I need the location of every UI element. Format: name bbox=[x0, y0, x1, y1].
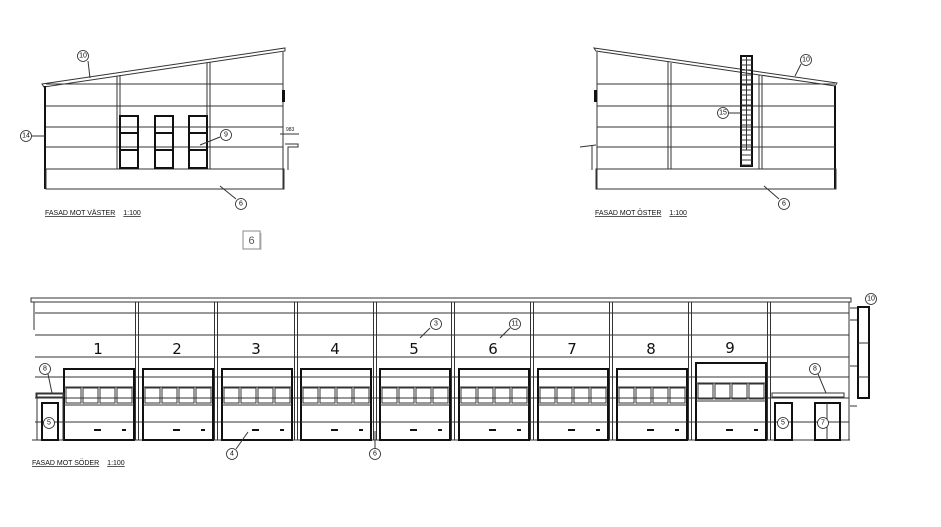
callout-marker: 7 bbox=[817, 417, 829, 429]
bay-number: 6 bbox=[488, 340, 498, 358]
page-marker-number: 6 bbox=[248, 235, 254, 247]
callout-number: 6 bbox=[782, 201, 786, 208]
page-marker: 6 bbox=[242, 230, 262, 250]
callout-marker: 3 bbox=[430, 318, 442, 330]
bay-number: 2 bbox=[172, 340, 182, 358]
callout-number: 10 bbox=[802, 57, 810, 64]
bay-number: 7 bbox=[567, 340, 577, 358]
garage-door bbox=[616, 368, 688, 441]
callout-marker: 6 bbox=[235, 198, 247, 210]
callout-marker: 5 bbox=[777, 417, 789, 429]
window bbox=[119, 115, 139, 169]
callout-number: 10 bbox=[867, 296, 875, 303]
garage-door bbox=[458, 368, 530, 441]
callout-number: 8 bbox=[43, 366, 47, 373]
callout-number: 3 bbox=[434, 321, 438, 328]
garage-door bbox=[379, 368, 451, 441]
callout-number: 5 bbox=[47, 420, 51, 427]
callout-marker: 10 bbox=[800, 54, 812, 66]
bay-number: 3 bbox=[251, 340, 261, 358]
callout-number: 6 bbox=[373, 451, 377, 458]
callout-number: 5 bbox=[781, 420, 785, 427]
garage-door bbox=[63, 368, 135, 441]
callout-marker: 8 bbox=[39, 363, 51, 375]
callout-number: 4 bbox=[230, 451, 234, 458]
callout-number: 15 bbox=[719, 110, 727, 117]
callout-marker: 10 bbox=[865, 293, 877, 305]
callout-marker: 14 bbox=[20, 130, 32, 142]
ladder bbox=[740, 55, 753, 167]
garage-door bbox=[300, 368, 372, 441]
bay-number: 8 bbox=[646, 340, 656, 358]
callout-number: 8 bbox=[813, 366, 817, 373]
callout-marker: 11 bbox=[509, 318, 521, 330]
callout-marker: 9 bbox=[220, 129, 232, 141]
callout-number: 7 bbox=[821, 420, 825, 427]
callout-marker: 5 bbox=[43, 417, 55, 429]
callout-marker: 6 bbox=[369, 448, 381, 460]
window bbox=[154, 115, 174, 169]
callout-number: 9 bbox=[224, 132, 228, 139]
bay-number: 4 bbox=[330, 340, 340, 358]
garage-door bbox=[537, 368, 609, 441]
garage-door bbox=[221, 368, 293, 441]
garage-door bbox=[142, 368, 214, 441]
window bbox=[188, 115, 208, 169]
callout-marker: 4 bbox=[226, 448, 238, 460]
bay-number: 1 bbox=[93, 340, 103, 358]
callout-marker: 10 bbox=[77, 50, 89, 62]
callout-number: 11 bbox=[511, 321, 518, 328]
dimension-label: 983 bbox=[286, 127, 295, 133]
callout-number: 10 bbox=[79, 53, 87, 60]
callout-marker: 8 bbox=[809, 363, 821, 375]
callout-marker: 15 bbox=[717, 107, 729, 119]
callout-number: 6 bbox=[239, 201, 243, 208]
bay-number: 9 bbox=[725, 339, 735, 357]
bay-number: 5 bbox=[409, 340, 419, 358]
callout-marker: 6 bbox=[778, 198, 790, 210]
callout-number: 14 bbox=[22, 133, 30, 140]
garage-door bbox=[695, 362, 767, 441]
